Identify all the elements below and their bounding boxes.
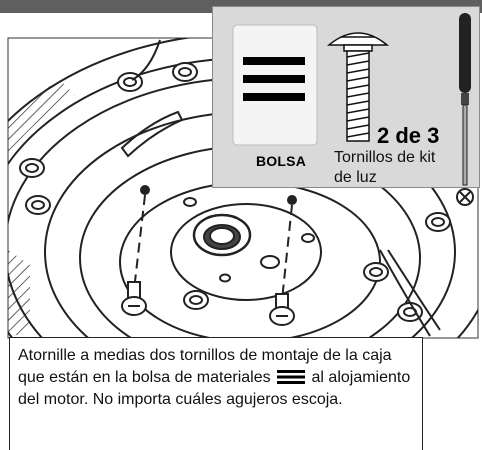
hardware-inset bbox=[212, 6, 480, 206]
bag-bars-icon bbox=[277, 370, 306, 384]
screwdriver-icon bbox=[456, 13, 474, 206]
screw-icon bbox=[326, 32, 390, 142]
screw-label: Tornillos de kit de luz bbox=[334, 149, 436, 186]
bag-icon bbox=[232, 24, 318, 146]
bag-label: BOLSA bbox=[256, 153, 306, 169]
quantity-label: 2 de 3 bbox=[377, 123, 440, 148]
caption-text-part2: al alojamiento del motor. No importa cuá… bbox=[18, 369, 411, 408]
instruction-caption: Atornille a medias dos tornillos de mont… bbox=[9, 337, 423, 450]
caption-text-part1: Atornille a medias dos tornillos de mont… bbox=[18, 347, 392, 386]
